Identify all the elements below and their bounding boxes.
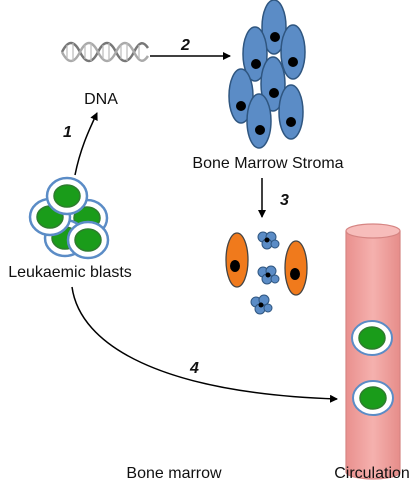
stroma-cluster — [228, 0, 306, 149]
stroma-label: Bone Marrow Stroma — [192, 155, 343, 172]
blast-microcluster — [250, 294, 273, 315]
blast-cell — [45, 176, 89, 216]
blast-cell — [66, 220, 110, 260]
arrow-4 — [71, 286, 338, 403]
step-4-label: 4 — [189, 360, 199, 377]
blood-vessel — [345, 223, 401, 480]
arrow-1 — [74, 112, 98, 176]
dna-helix-icon — [60, 41, 150, 63]
orange-stromal-cell — [225, 232, 249, 288]
blast-microcluster — [257, 265, 280, 285]
circulation-label: Circulation — [334, 465, 410, 482]
circulating-blast-cell — [352, 380, 394, 416]
stroma-cell — [260, 56, 286, 112]
blast-microcluster — [257, 231, 280, 250]
leukaemic-blast-cluster — [28, 176, 110, 260]
dna-label: DNA — [84, 91, 118, 108]
bone-marrow-label: Bone marrow — [126, 465, 222, 482]
stroma-cell — [228, 68, 254, 124]
step-2-label: 2 — [180, 37, 190, 54]
orange-stromal-cell — [284, 240, 308, 296]
stroma-cell — [242, 26, 268, 82]
stroma-cell — [278, 84, 304, 140]
circulating-blast-cell — [351, 320, 393, 356]
step-1-label: 1 — [63, 124, 72, 141]
step-3-label: 3 — [280, 192, 289, 209]
stroma-cell — [280, 24, 306, 80]
stroma-cell — [261, 0, 287, 55]
stroma-cell — [246, 93, 272, 149]
blasts-label: Leukaemic blasts — [8, 264, 132, 281]
niche-cluster — [225, 231, 308, 315]
